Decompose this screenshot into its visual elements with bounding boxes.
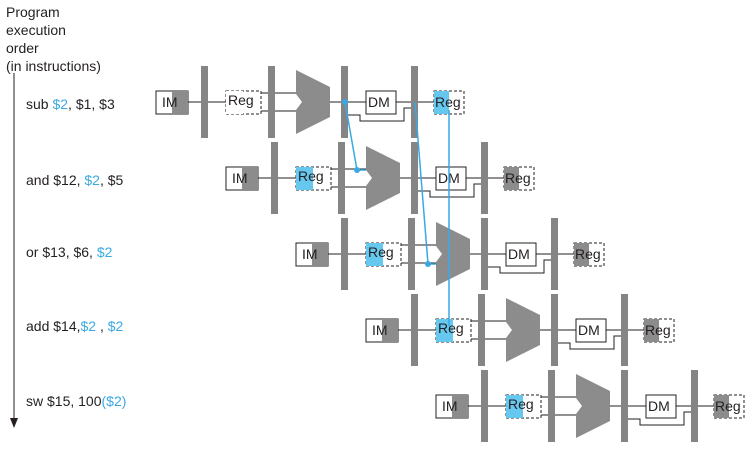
pipeline-register-if-id [341,218,348,290]
alu [436,222,470,286]
instruction-memory-label: IM [162,94,178,110]
register-file-read-label: Reg [298,168,324,184]
instruction-memory-shade [242,167,258,190]
register-file-write-label: Reg [645,322,671,338]
register-file-read-shade [366,243,383,266]
pipeline-register-if-id [481,370,488,442]
register-file-write-shade [644,319,659,342]
pipeline-register-if-id [201,66,208,138]
alu [576,374,610,438]
instruction-memory-shade [312,243,328,266]
pipeline-register-id-ex [268,66,275,138]
pipeline-register-mem-wb [691,370,698,442]
instruction-memory-shade [452,395,468,418]
register-file-write-shade [504,167,519,190]
pipeline-row: IM Reg DM Reg [365,294,675,366]
register-file-read-label: Reg [508,396,534,412]
instruction-label: add $14,$2 , $2 [26,318,123,334]
register-file-write-label: Reg [715,398,741,414]
pipeline-register-mem-wb [481,142,488,214]
instruction-text: add $14, [26,318,81,334]
register-file-read-shade [226,91,243,114]
data-memory-label: DM [578,322,600,338]
instruction-label: or $13, $6, $2 [26,244,112,260]
wire [628,411,691,426]
pipeline-register-id-ex [548,370,555,442]
wire [418,183,481,198]
instruction-text: or $13, $6, [26,244,97,260]
pipeline-register-id-ex [478,294,485,366]
pipeline-register-ex-mem [621,370,628,442]
instruction-memory-label: IM [442,398,458,414]
pipeline-register-ex-mem [551,294,558,366]
register-file-read-label: Reg [368,244,394,260]
data-memory-label: DM [508,246,530,262]
instruction-text: , [96,318,108,334]
alu [506,298,540,362]
register-2-ref: $2 [80,318,97,334]
forwarding-paths [342,99,450,326]
instruction-text: sw $15, 100 [26,393,102,409]
register-2-ref: $2 [107,318,124,334]
forward-path-mem [414,101,429,265]
instruction-text: sub [26,96,53,112]
register-file-read-shade [296,167,313,190]
instruction-text: , $5 [99,172,124,188]
pipeline-register-if-id [271,142,278,214]
pipeline-register-ex-mem [481,218,488,290]
wire [488,259,551,274]
forward-path-ex [344,101,358,171]
instruction-text: , $1, $3 [68,96,115,112]
order-arrow-head [10,418,18,428]
axis-title: Program execution order (in instructions… [6,4,101,74]
instruction-label: sw $15, 100($2) [26,393,126,409]
pipeline-register-mem-wb [621,294,628,366]
data-memory [645,394,677,419]
data-memory-label: DM [648,398,670,414]
pipeline-register-mem-wb [551,218,558,290]
instruction-memory-shade [172,91,188,114]
pipeline-row: IM Reg DM Reg [155,66,465,138]
pipeline-row: IM Reg DM Reg [435,370,745,442]
wire [558,335,621,350]
alu [366,146,400,210]
data-memory [435,166,467,191]
instruction-label: and $12, $2, $5 [26,172,123,188]
pipeline-row: IM Reg DM Reg [295,218,605,290]
pipeline-register-if-id [411,294,418,366]
register-file-write-label: Reg [505,170,531,186]
register-2-ref: $2 [96,244,113,260]
data-memory-label: DM [368,94,390,110]
instruction-memory-label: IM [302,246,318,262]
data-memory [505,242,537,267]
register-file-write-shade [434,91,449,114]
register-2-ref: $2 [52,96,69,112]
pipeline-register-ex-mem [411,142,418,214]
register-file-write-label: Reg [575,246,601,262]
instruction-memory-label: IM [232,170,248,186]
data-memory [365,90,397,115]
pipeline-register-mem-wb [411,66,418,138]
instruction-memory-shade [382,319,398,342]
wire [348,107,411,122]
instruction-text: and $12, [26,172,85,188]
register-file-read-shade [506,395,523,418]
pipeline-register-id-ex [338,142,345,214]
register-2-ref: $2 [84,172,100,188]
forward-node [342,99,348,105]
pipeline-register-id-ex [408,218,415,290]
register-2-ref: ($2) [101,393,127,409]
instruction-label: sub $2, $1, $3 [26,96,115,112]
data-memory [575,318,607,343]
register-file-write-label: Reg [435,94,461,110]
register-file-read-label: Reg [438,320,464,336]
alu [296,70,330,134]
register-file-write-shade [714,395,729,418]
register-file-write-shade [574,243,589,266]
instruction-memory-label: IM [372,322,388,338]
register-file-read-label: Reg [228,92,254,108]
